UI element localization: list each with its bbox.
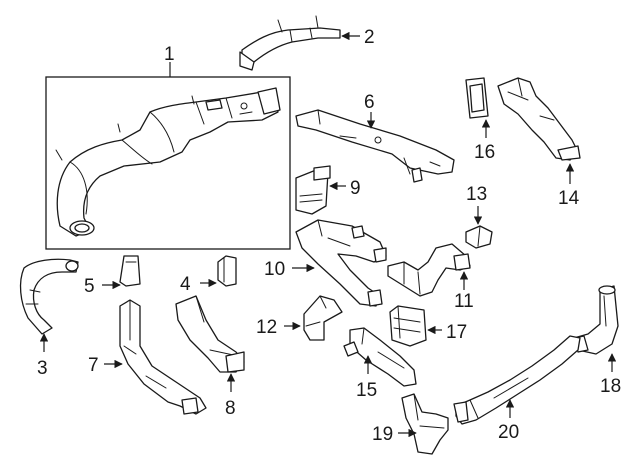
part-17-module[interactable] (389, 305, 427, 347)
part-12-connector[interactable] (303, 295, 343, 341)
callout-18: 18 (600, 376, 621, 397)
callout-20: 20 (498, 422, 519, 443)
callout-11: 11 (454, 291, 474, 312)
callout-15: 15 (356, 380, 377, 401)
part-4-connector[interactable] (217, 255, 237, 287)
callout-14: 14 (558, 188, 580, 209)
part-7-duct[interactable] (119, 299, 207, 415)
callout-16: 16 (474, 142, 495, 163)
callout-9: 9 (350, 178, 361, 199)
callout-5: 5 (84, 276, 95, 297)
part-13-clip[interactable] (465, 225, 493, 249)
callout-10: 10 (264, 259, 285, 280)
part-11-duct[interactable] (387, 243, 471, 297)
callout-13: 13 (466, 184, 487, 205)
callout-19: 19 (372, 424, 393, 445)
callout-17: 17 (446, 322, 467, 343)
callout-1: 1 (164, 44, 175, 65)
part-8-duct[interactable] (175, 295, 245, 373)
part-9-vent[interactable] (295, 165, 331, 215)
callout-4: 4 (180, 274, 191, 295)
callout-12: 12 (256, 317, 277, 338)
callout-2: 2 (364, 27, 375, 48)
part-10-duct[interactable] (295, 219, 387, 307)
part-14-duct[interactable] (497, 77, 581, 161)
part-6-duct[interactable] (295, 109, 455, 183)
part-20-duct[interactable] (453, 335, 581, 425)
callout-7: 7 (88, 355, 99, 376)
callout-3: 3 (37, 358, 48, 379)
part-2-duct[interactable] (239, 15, 341, 71)
part-1-main-duct-assembly[interactable] (45, 76, 291, 250)
part-1-frame (45, 76, 291, 250)
part-18-duct[interactable] (573, 285, 619, 355)
callout-8: 8 (225, 398, 236, 419)
part-5-connector[interactable] (119, 255, 141, 287)
part-16-filter[interactable] (465, 77, 489, 119)
part-15-duct[interactable] (343, 327, 417, 387)
part-3-duct[interactable] (19, 258, 79, 335)
part-19-duct[interactable] (401, 393, 449, 455)
callout-6: 6 (364, 92, 375, 113)
